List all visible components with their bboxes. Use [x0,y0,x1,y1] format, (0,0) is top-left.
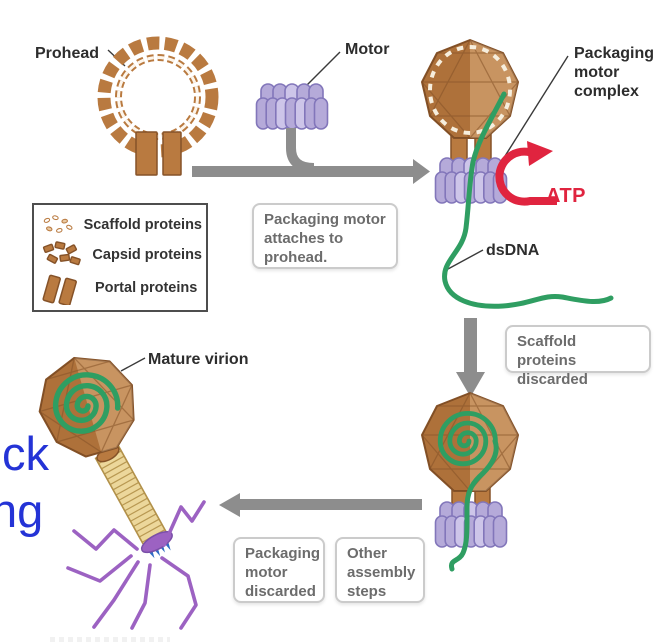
legend-label: Scaffold proteins [83,216,202,233]
dsdna-leader-line [447,249,484,270]
capsid-proteins-icon [42,240,81,265]
dsdna-label: dsDNA [486,242,540,259]
clipped-blue-text-line2: ng [0,484,44,537]
virion-baseplate [140,531,173,554]
prohead-graphic [97,36,219,176]
mature-virion-graphic [27,343,206,630]
mature-virion-label: Mature virion [148,351,249,368]
atp-label: ATP [546,185,587,207]
legend-label: Capsid proteins [92,246,202,263]
capsid-protein-ring [97,36,219,158]
capsid-graphic [421,39,519,139]
final-assembly-arrow [219,493,422,517]
portal-protein-left [135,131,158,176]
legend-item-portal-proteins: Portal proteins [40,271,202,305]
clipped-blue-text-line1: ck [2,427,49,480]
dsdna-tail [448,438,499,572]
portal-proteins-icon [42,274,77,305]
callout-packaging-motor-discarded: Packaging motor discarded [233,537,325,603]
callout-scaffold-proteins-discarded: Scaffold proteins discarded [505,325,651,388]
motor-leader-line [304,51,341,88]
scaffold-ring-inside-capsid [428,45,512,135]
virion-tail-fibers [66,500,206,630]
legend-item-capsid-proteins: Capsid proteins [40,240,202,270]
atp-cycle-arrow [495,141,557,206]
mature-virion-leader-line [120,357,146,372]
prohead-with-motor-graphic [421,39,614,309]
faint-caption-artifact [50,637,170,642]
packaging-motor-complex-leader-line [499,55,569,165]
prohead-label: Prohead [35,45,100,62]
free-motor-graphic [255,83,329,130]
filled-head-with-motor-graphic [421,392,519,572]
attach-arrow [192,128,430,184]
dsdna-strand [442,91,614,309]
scaffold-proteins-icon [43,214,73,233]
callout-packaging-motor-attaches: Packaging motor attaches to prohead. [252,203,398,269]
legend-box: Scaffold proteins Capsid proteins [32,203,208,312]
callout-other-assembly-steps: Other assembly steps [335,537,425,603]
scaffold-protein-ring-core [117,56,199,138]
packaging-motor-complex-label: Packaging motor complex [574,45,655,101]
portal-protein-right [162,131,182,176]
legend-item-scaffold-proteins: Scaffold proteins [40,211,202,239]
packaging-motor-graphic [434,501,508,548]
scaffold-discard-arrow [456,318,485,397]
motor-label: Motor [345,41,390,58]
legend-label: Portal proteins [95,279,198,296]
